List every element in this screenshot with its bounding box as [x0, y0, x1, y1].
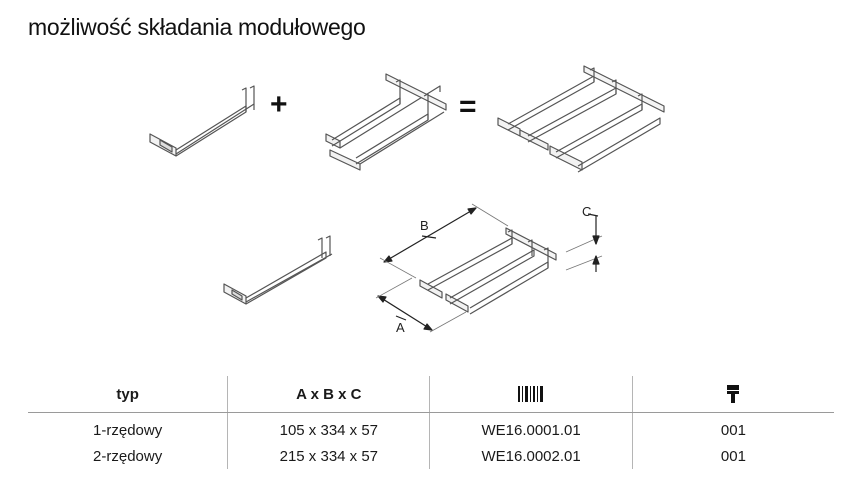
dimensioned-rack-drawing: [375, 203, 603, 333]
dimension-c-label: C: [582, 204, 592, 219]
row-code: WE16.0001.01: [429, 412, 633, 443]
header-type: typ: [28, 376, 228, 413]
table-row: 1-rzędowy 105 x 334 x 57 WE16.0001.01 00…: [28, 412, 834, 443]
header-color: [631, 376, 834, 413]
single-rack-drawing: [149, 85, 255, 157]
page-title: możliwość składania modułowego: [28, 14, 366, 40]
row-dimensions: 215 x 334 x 57: [227, 443, 430, 469]
table-header-row: typ A x B x C: [28, 376, 834, 413]
product-illustrations: + = B A C: [149, 65, 665, 335]
plus-sign: +: [270, 88, 288, 121]
barcode-icon: [518, 386, 544, 403]
header-code: [429, 376, 633, 413]
dimension-a-label: A: [396, 320, 405, 335]
assembled-rack-drawing: [497, 65, 665, 173]
table-row: 2-rzędowy 215 x 334 x 57 WE16.0002.01 00…: [28, 443, 834, 469]
double-rack-drawing: [325, 73, 447, 171]
row-code: WE16.0002.01: [429, 443, 633, 469]
dimension-b-label: B: [420, 218, 429, 233]
row-color: 001: [631, 443, 834, 469]
row-type: 1-rzędowy: [93, 421, 163, 439]
row-color: 001: [631, 412, 834, 443]
product-spec-table: typ A x B x C: [28, 376, 834, 469]
equals-sign: =: [459, 90, 477, 123]
paint-brush-icon: [727, 385, 740, 403]
single-module-drawing: [223, 235, 333, 305]
header-dimensions: A x B x C: [227, 376, 430, 413]
row-type: 2-rzędowy: [93, 447, 163, 465]
row-dimensions: 105 x 334 x 57: [227, 412, 430, 443]
